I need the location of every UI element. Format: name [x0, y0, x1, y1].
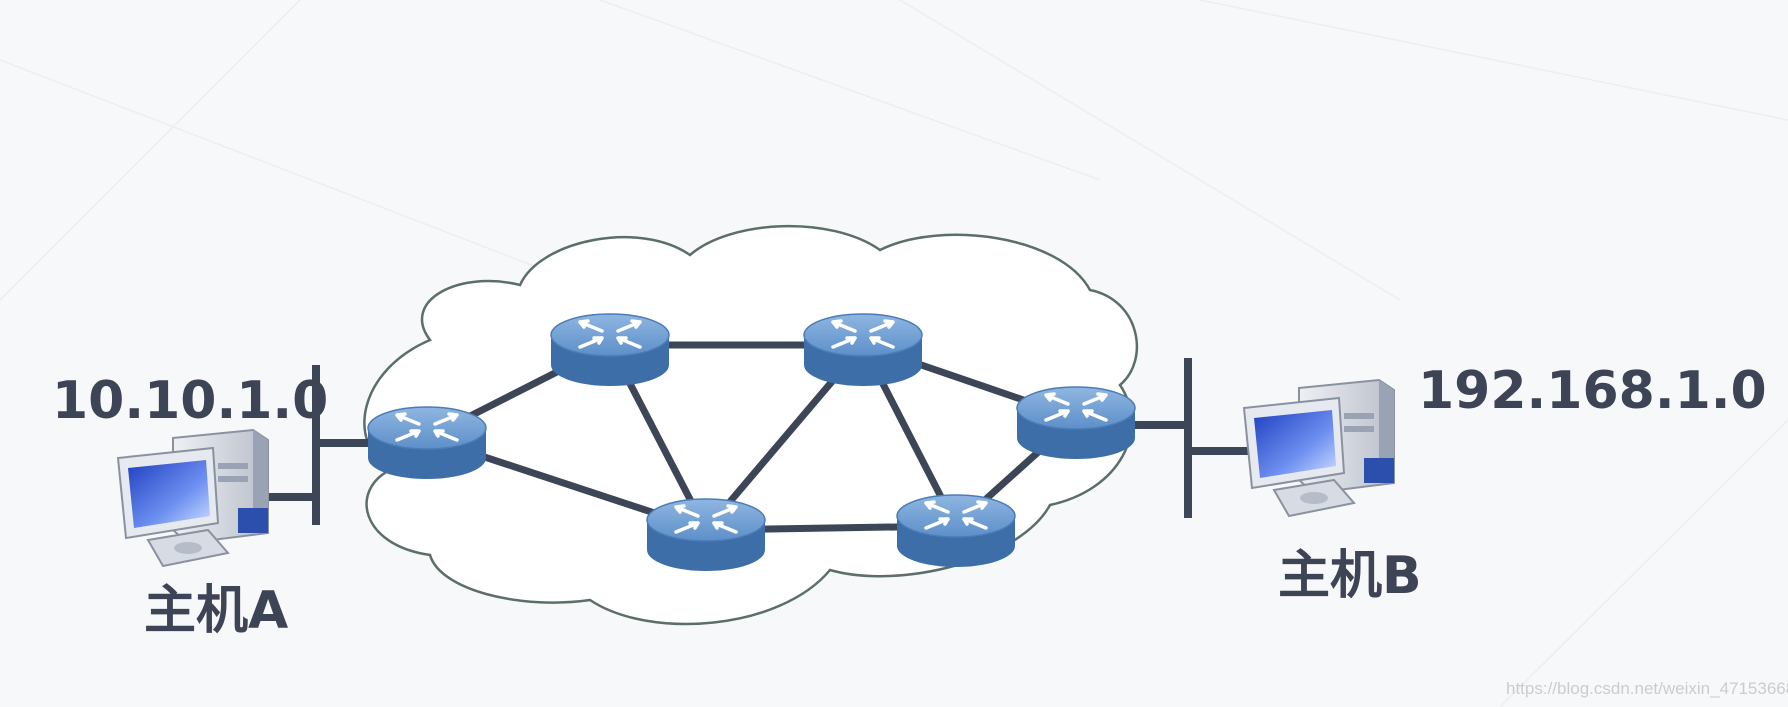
- router-icon: [550, 313, 670, 386]
- router-icon: [1016, 386, 1136, 459]
- watermark-text: https://blog.csdn.net/weixin_47153668: [1506, 679, 1788, 698]
- host-b-label: 主机B: [1278, 546, 1422, 606]
- router-icon: [367, 406, 487, 479]
- router-icon: [896, 494, 1016, 567]
- host-a-computer: [116, 428, 269, 568]
- desktop-computer-icon: [1242, 378, 1395, 518]
- network-b-label: 192.168.1.0: [1418, 361, 1767, 421]
- router-icon: [803, 313, 923, 386]
- routers: [367, 313, 1136, 571]
- router-icon: [646, 498, 766, 571]
- host-b-computer: [1242, 378, 1395, 518]
- host-a-label: 主机A: [144, 581, 288, 641]
- network-a-label: 10.10.1.0: [52, 371, 328, 431]
- ethernet-segments: [268, 358, 1250, 525]
- desktop-computer-icon: [116, 428, 269, 568]
